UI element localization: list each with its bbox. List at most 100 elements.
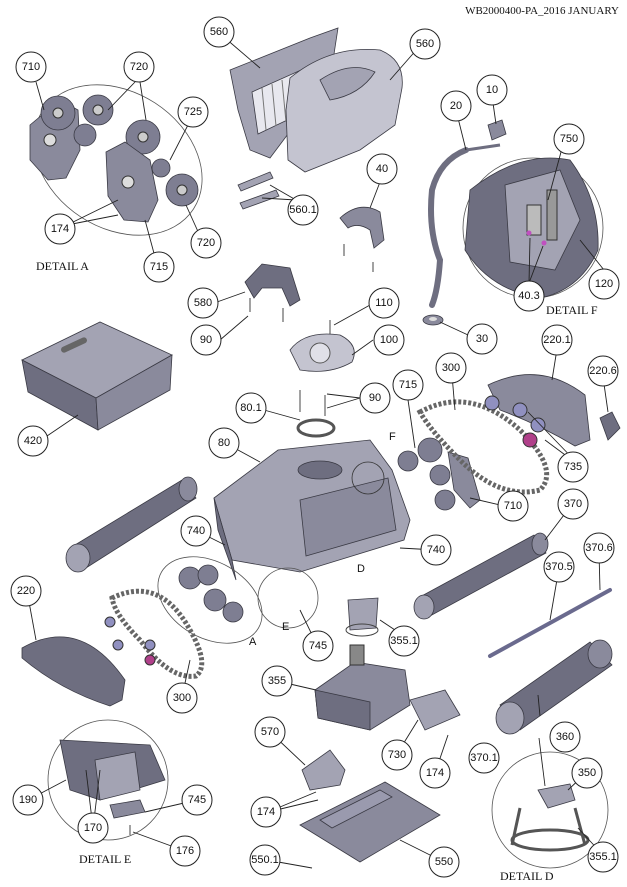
callout-355-1-b: 355.1: [587, 841, 619, 873]
callout-label: 710: [22, 61, 40, 73]
callout-bubble: [435, 352, 467, 384]
callout-bubble: [15, 51, 47, 83]
callout-80: 80: [208, 427, 240, 459]
roller-left: [65, 476, 198, 573]
callout-label: 80.1: [240, 402, 261, 414]
callout-bubble: [543, 551, 575, 583]
callout-bubble: [249, 844, 281, 876]
callout-360: 360: [549, 721, 581, 753]
ref-d: D: [357, 563, 365, 575]
callout-bubble: [166, 682, 198, 714]
callout-label: 80: [218, 437, 230, 449]
callout-bubble: [123, 51, 155, 83]
callout-355: 355: [261, 665, 293, 697]
callout-174-c: 174: [250, 796, 282, 828]
callout-bubble: [388, 625, 420, 657]
impeller-cover: [289, 320, 355, 372]
callout-label: 300: [442, 362, 460, 374]
callout-bubble: [77, 812, 109, 844]
callout-bubble: [553, 123, 585, 155]
detail-d-interior: [510, 783, 590, 852]
callout-label: 360: [556, 731, 574, 743]
callout-550-1: 550.1: [249, 844, 281, 876]
callout-label: 176: [176, 845, 194, 857]
callout-label: 174: [257, 806, 275, 818]
callout-label: 550.1: [251, 854, 279, 866]
callout-bubble: [541, 324, 573, 356]
callout-710-b: 710: [497, 490, 529, 522]
callout-170: 170: [77, 812, 109, 844]
callout-label: 560.1: [289, 204, 317, 216]
callout-10: 10: [476, 74, 508, 106]
callout-label: 90: [369, 392, 381, 404]
callout-355-1: 355.1: [388, 625, 420, 657]
callout-label: 355.1: [589, 851, 617, 863]
callout-bubble: [468, 742, 500, 774]
callout-bubble: [190, 227, 222, 259]
callout-bubble: [302, 630, 334, 662]
callout-label: 370.5: [545, 561, 573, 573]
detail-d-boundary: [491, 751, 609, 869]
callout-735: 735: [557, 451, 589, 483]
callout-label: 174: [426, 767, 444, 779]
roller-right: [413, 532, 549, 620]
callout-174-a: 174: [44, 213, 76, 245]
callout-bubble: [420, 534, 452, 566]
callout-bubble: [587, 841, 619, 873]
detail-f-interior: [464, 157, 599, 299]
callout-bubble: [17, 425, 49, 457]
callout-190: 190: [12, 784, 44, 816]
ref-e: E: [282, 621, 290, 633]
callout-label: 750: [560, 133, 578, 145]
callout-bubble: [419, 757, 451, 789]
callout-bubble: [250, 796, 282, 828]
callout-label: 90: [200, 334, 212, 346]
callout-label: 715: [150, 261, 168, 273]
callout-bubble: [359, 382, 391, 414]
callout-bubble: [428, 846, 460, 878]
callout-label: 730: [388, 749, 406, 761]
callout-560-1: 560.1: [287, 194, 319, 226]
callout-label: 20: [450, 100, 462, 112]
callout-label: 350: [578, 767, 596, 779]
callout-bubble: [10, 575, 42, 607]
track-belt-left: [104, 588, 205, 679]
ref-a: A: [249, 636, 257, 648]
callout-715-a: 715: [143, 251, 175, 283]
callout-label: 560: [416, 38, 434, 50]
callout-220-6: 220.6: [587, 355, 619, 387]
callout-label: 120: [595, 278, 613, 290]
callout-bubble: [409, 28, 441, 60]
callout-bubble: [180, 515, 212, 547]
callout-bubble: [190, 324, 222, 356]
callout-40-3: 40.3: [513, 280, 545, 312]
callout-bubble: [588, 268, 620, 300]
callout-label: 355.1: [390, 635, 418, 647]
callout-30: 30: [466, 323, 498, 355]
callout-label: 370.1: [470, 752, 498, 764]
callout-580: 580: [187, 287, 219, 319]
detail-a-label: DETAIL A: [36, 259, 89, 273]
callout-710-a: 710: [15, 51, 47, 83]
callout-720-a: 720: [123, 51, 155, 83]
roller-sleeve: [495, 639, 613, 735]
detail-d-label: DETAIL D: [500, 869, 554, 883]
callout-745-a: 745: [302, 630, 334, 662]
callout-label: 220.1: [543, 334, 571, 346]
callout-label: 725: [184, 106, 202, 118]
callout-label: 740: [187, 525, 205, 537]
detail-e-boundary: [47, 719, 169, 841]
callout-bubble: [181, 784, 213, 816]
callout-20: 20: [440, 90, 472, 122]
track-belt-right: [416, 399, 550, 495]
callout-570: 570: [254, 716, 286, 748]
callout-label: 740: [427, 544, 445, 556]
callout-label: 715: [399, 379, 417, 391]
callout-label: 100: [380, 334, 398, 346]
ref-f: F: [389, 431, 396, 443]
callout-370-5: 370.5: [543, 551, 575, 583]
callout-bubble: [169, 835, 201, 867]
callout-220: 220: [10, 575, 42, 607]
detail-a-gears: [40, 94, 199, 207]
callout-745-b: 745: [181, 784, 213, 816]
